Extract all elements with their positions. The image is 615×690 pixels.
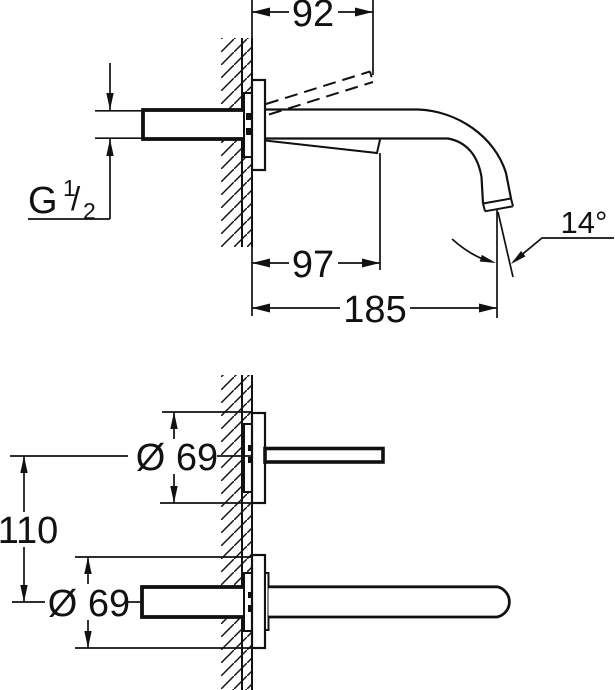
arrowhead-up (84, 557, 92, 574)
wall-hatch (221, 375, 252, 690)
spout-inner-edge (265, 137, 485, 204)
lever-handle-down (264, 139, 381, 155)
aerator-tip (482, 197, 514, 213)
dim-185-label: 185 (343, 289, 406, 331)
thread-label-numerator: 1 (63, 175, 76, 201)
angle-leader (512, 237, 614, 263)
dim-97-label: 97 (292, 244, 334, 286)
concealed-body (140, 585, 247, 619)
thread-label-slash: / (71, 180, 81, 217)
wall-recess (243, 572, 253, 632)
arrowhead-left (252, 7, 270, 17)
spout-outer-edge (265, 108, 513, 199)
arrowhead-down (106, 93, 114, 110)
arrowhead-down (84, 631, 92, 648)
thread-label-G: G (28, 180, 58, 222)
spout-plan (268, 585, 511, 619)
thread-mark (248, 592, 253, 598)
plan-view: Ø 69 110 Ø 69 (0, 375, 511, 690)
arrowhead-left (252, 258, 270, 268)
arrowhead-right (362, 258, 380, 268)
arc-arrowhead (479, 254, 496, 263)
escutcheon-step (264, 572, 270, 631)
arrowhead-left (252, 303, 270, 313)
arrowhead-right (355, 7, 373, 17)
thread-mark (248, 445, 253, 451)
concealed-body (141, 108, 248, 141)
dim-angle-label: 14° (561, 205, 608, 240)
lever-raised-tip (369, 71, 374, 83)
arrowhead-down (20, 585, 28, 602)
arrowhead-up (170, 412, 178, 429)
thread-mark (248, 457, 253, 463)
handle-escutcheon-plate (250, 411, 267, 505)
dim-dia-top-label: Ø 69 (136, 437, 218, 479)
lever-handle-raised-dashed (265, 70, 371, 105)
leader-arrowhead (511, 251, 526, 264)
thread-mark (246, 113, 252, 120)
angle-reference-line (497, 211, 514, 278)
thread-mark (248, 605, 253, 612)
dim-dia-bottom-label: Ø 69 (48, 583, 130, 625)
lever-handle-plan (263, 446, 385, 464)
dim-110-label: 110 (0, 510, 58, 552)
lever-handle-raised-dashed (268, 81, 374, 116)
arrowhead-up (20, 456, 28, 473)
dim-92-label: 92 (292, 0, 334, 35)
arrowhead-down (170, 486, 178, 503)
side-view: 92 97 185 G 1 / 2 14° (28, 0, 614, 331)
spout-escutcheon-plate (250, 553, 267, 650)
arrowhead-right (479, 303, 497, 313)
wall-recess (243, 92, 253, 158)
arrowhead-up (106, 139, 114, 156)
thread-mark (246, 128, 252, 135)
thread-label-denominator: 2 (83, 198, 96, 224)
escutcheon-plate (250, 78, 267, 172)
